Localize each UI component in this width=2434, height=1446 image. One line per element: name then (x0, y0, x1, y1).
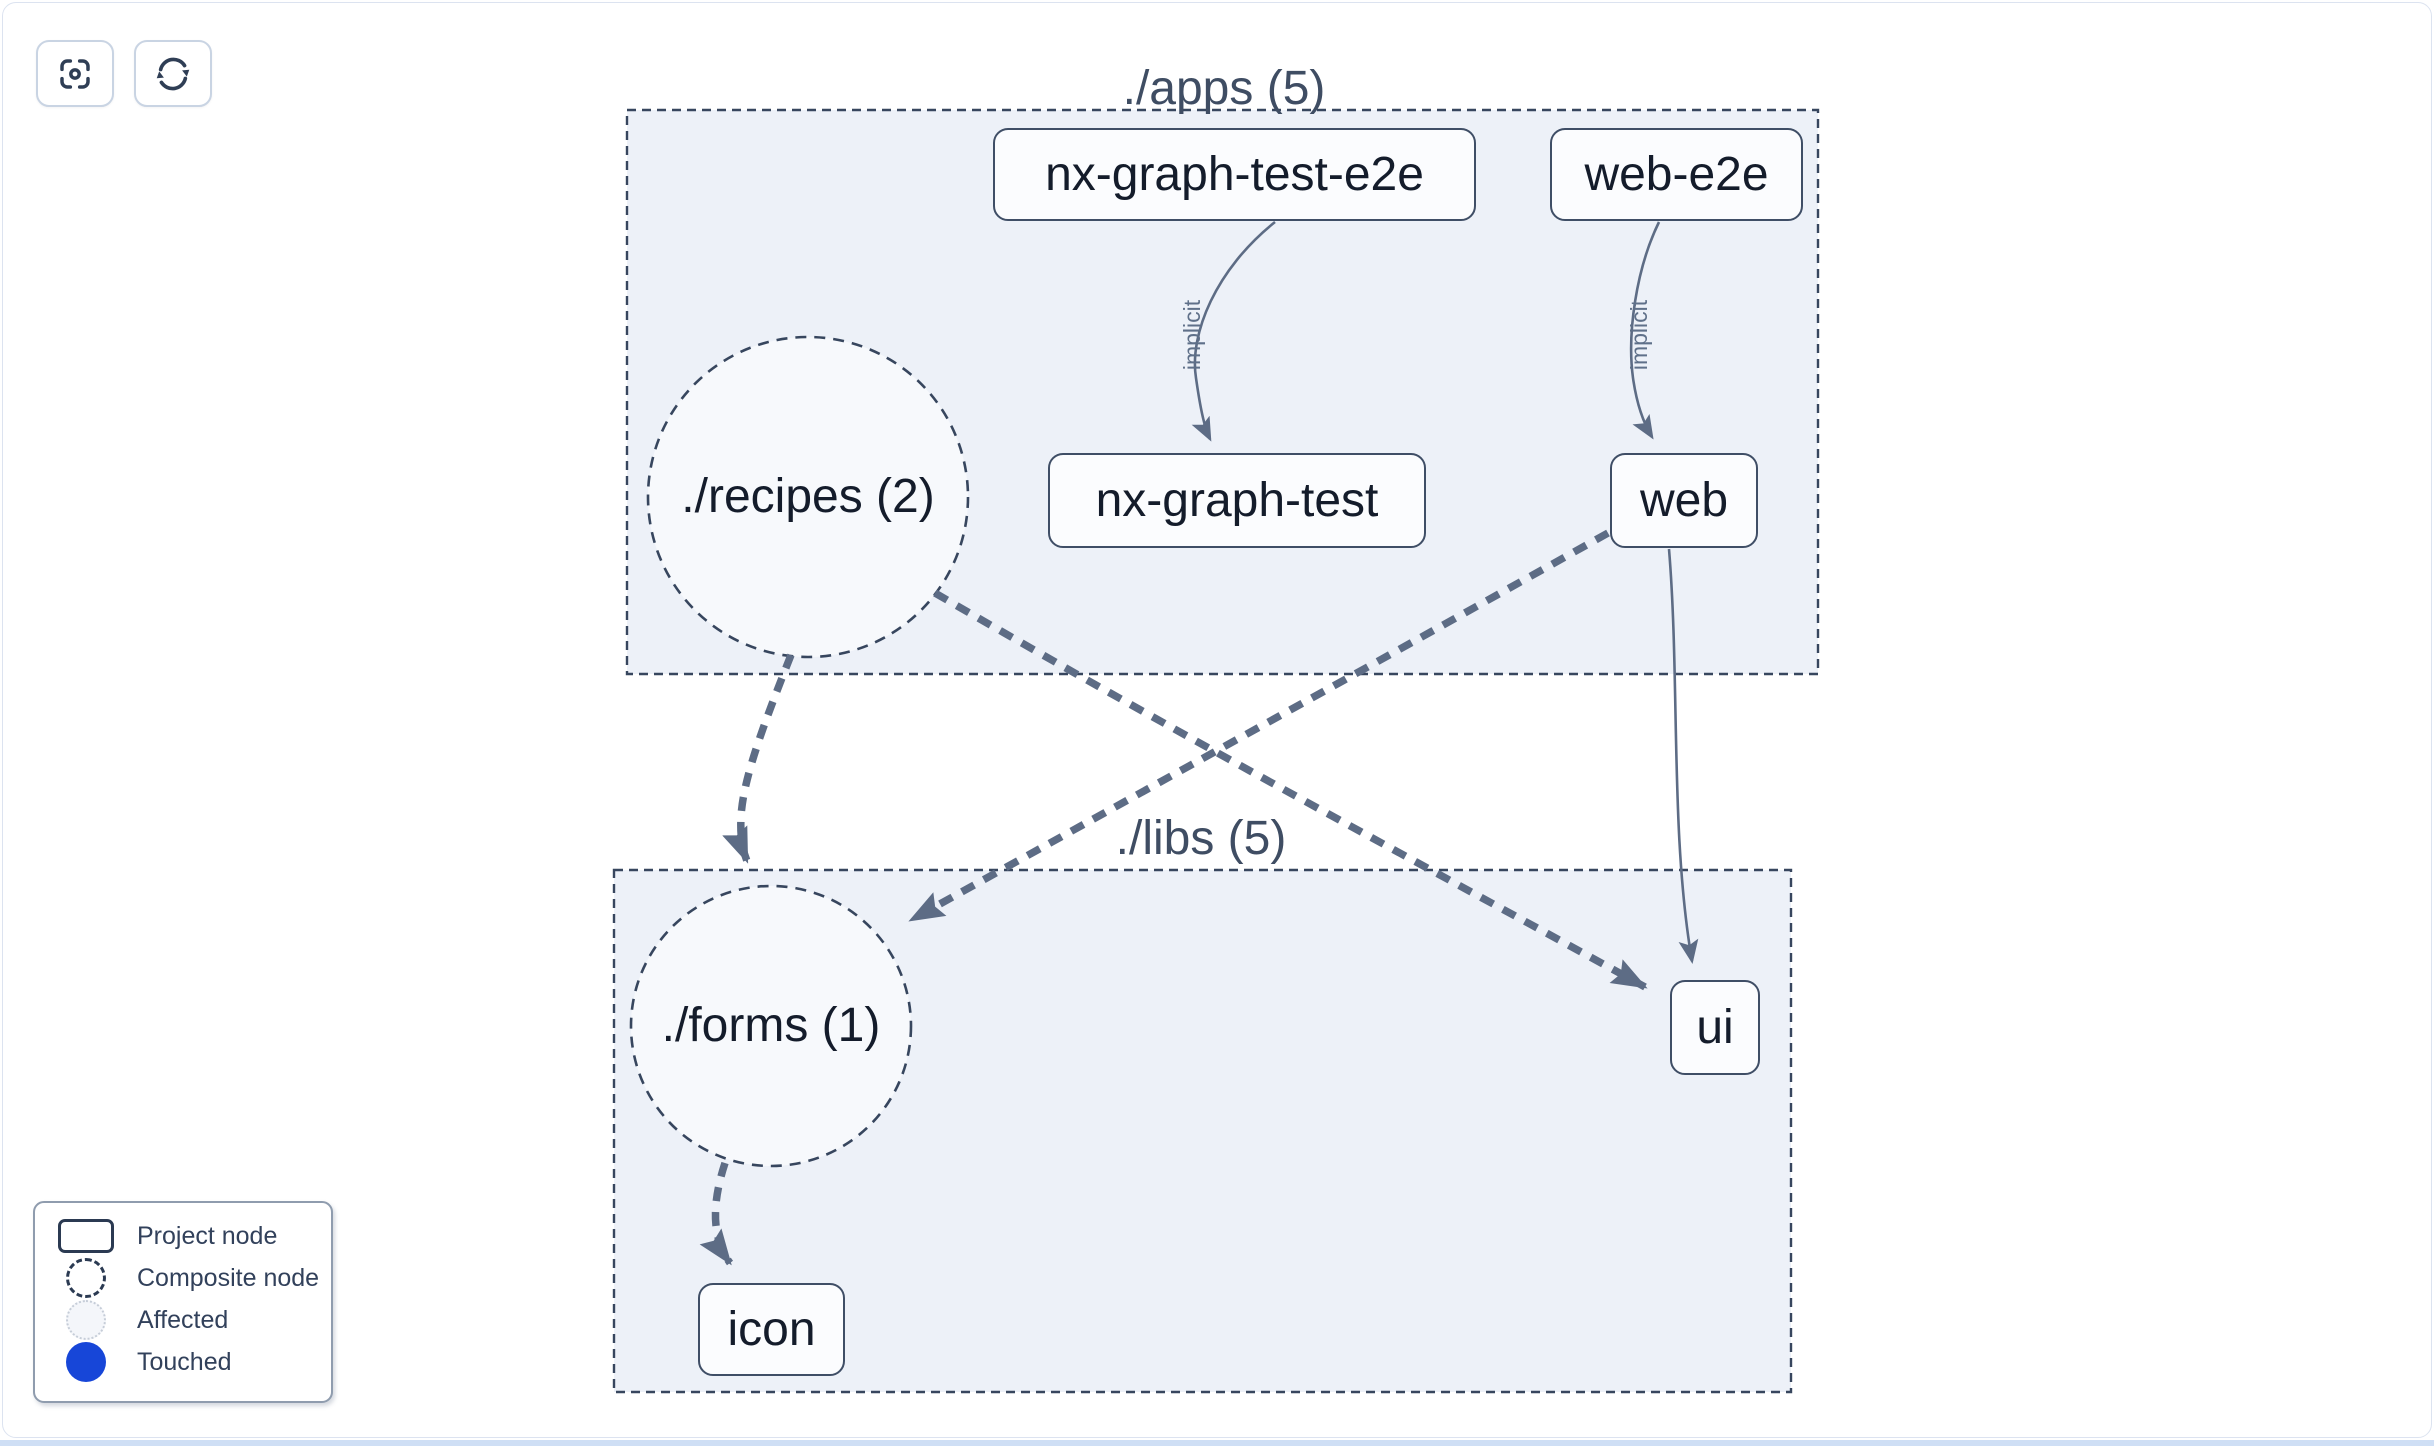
legend-label: Composite node (137, 1263, 320, 1292)
legend: Project node Composite node Affected Tou… (33, 1201, 333, 1403)
zoom-to-fit-button[interactable] (36, 40, 114, 107)
project-node-nx-graph-test-e2e[interactable]: nx-graph-test-e2e (993, 128, 1476, 221)
edge-web-to-forms (908, 529, 1610, 924)
edge-label-implicit-1: implicit (1179, 299, 1205, 371)
edge-recipes-to-ui (933, 589, 1648, 991)
legend-label: Project node (137, 1221, 278, 1250)
project-node-swatch (58, 1219, 114, 1253)
refresh-icon (156, 57, 190, 90)
group-apps-label: ./apps (5) (1122, 62, 1326, 115)
edge-forms-to-icon (699, 1161, 734, 1266)
legend-item-affected: Affected (35, 1299, 331, 1341)
group-libs-label: ./libs (5) (1115, 812, 1287, 865)
edge-nx-graph-test-e2e-to-nx-graph-test (1191, 220, 1276, 442)
project-node-ui[interactable]: ui (1670, 980, 1760, 1075)
edge-recipes-to-forms (722, 653, 795, 864)
edge-web-to-ui (1667, 548, 1699, 964)
project-node-web[interactable]: web (1610, 453, 1758, 548)
canvas-bottom-accent (0, 1440, 2434, 1446)
composite-node-forms[interactable] (629, 884, 913, 1168)
focus-icon (60, 58, 90, 89)
affected-swatch (66, 1300, 106, 1340)
touched-swatch (66, 1342, 106, 1382)
refresh-button[interactable] (134, 40, 212, 107)
project-node-icon[interactable]: icon (698, 1283, 845, 1376)
composite-node-recipes[interactable] (646, 335, 970, 659)
legend-label: Affected (137, 1305, 229, 1334)
legend-item-project-node: Project node (35, 1215, 331, 1257)
legend-item-composite-node: Composite node (35, 1257, 331, 1299)
legend-item-touched: Touched (35, 1341, 331, 1383)
edge-label-implicit-2: implicit (1626, 299, 1652, 371)
project-node-web-e2e[interactable]: web-e2e (1550, 128, 1803, 221)
legend-label: Touched (137, 1347, 232, 1376)
project-node-nx-graph-test[interactable]: nx-graph-test (1048, 453, 1426, 548)
composite-node-swatch (66, 1258, 106, 1298)
edge-web-e2e-to-web (1629, 221, 1661, 440)
